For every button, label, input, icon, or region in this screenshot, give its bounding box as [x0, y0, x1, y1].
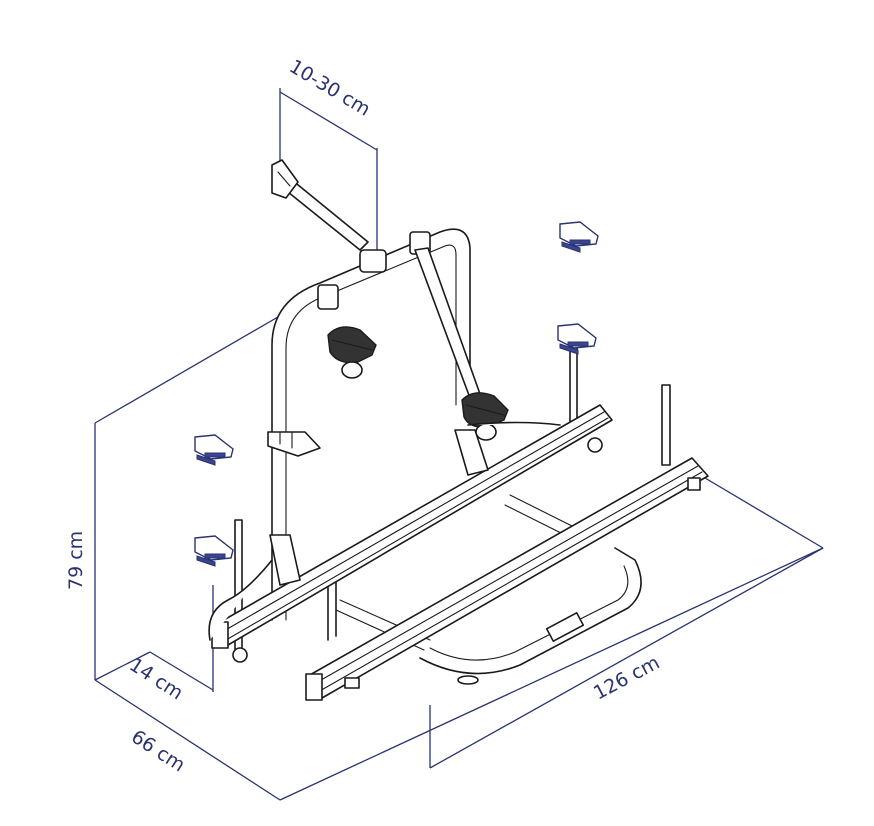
wall-bracket-low-left	[194, 535, 234, 567]
rear-arm	[467, 421, 561, 426]
wall-bracket-parts	[194, 221, 599, 567]
width-baseline	[279, 547, 824, 801]
arm-clamp	[359, 249, 387, 273]
wall-bracket-mid-right	[557, 323, 597, 355]
base-step	[545, 612, 585, 642]
base-foot	[457, 675, 479, 685]
bike-claw-left	[327, 326, 377, 379]
rail-right	[305, 457, 709, 701]
arm-bracket-detail	[277, 171, 291, 187]
upper-frame-tube-outer	[271, 228, 471, 621]
arm-reach-label: 10-30 cm	[285, 55, 374, 120]
frame-clamp-left	[317, 284, 339, 310]
depth-label: 66 cm	[127, 726, 189, 777]
bike-claw-right	[461, 392, 509, 441]
dimension-lines	[94, 88, 824, 801]
rear-post	[569, 344, 578, 426]
support-arm	[282, 179, 369, 251]
right-pivot-joint	[454, 429, 489, 476]
width-dimension-line	[429, 547, 824, 769]
mid-tube-bracket	[267, 431, 321, 457]
base-loop-outer	[419, 547, 642, 675]
height-extension-top	[94, 309, 291, 424]
rail-support-left	[327, 577, 337, 641]
width-extension-right	[699, 474, 824, 549]
base-loop-inner	[429, 565, 629, 661]
height-label: 79 cm	[65, 531, 87, 590]
rail-left	[211, 404, 613, 663]
width-label: 126 cm	[590, 652, 663, 705]
offset-label: 14 cm	[125, 654, 187, 705]
rail-left-rear-clip	[587, 437, 603, 453]
arm-reach-dimension-line	[279, 91, 378, 151]
lower-left-arm	[208, 559, 273, 641]
offset-dimension-line	[94, 651, 151, 681]
front-right-post	[661, 384, 671, 466]
arm-wall-bracket	[271, 159, 299, 199]
rail-left-wheel-clip	[232, 647, 248, 663]
rail-right-end-cap	[305, 673, 323, 701]
rail-right-rear-strap	[687, 477, 701, 491]
wall-bracket-top-right	[559, 221, 599, 253]
offset-extension	[149, 651, 214, 691]
carrier-frame	[208, 159, 709, 701]
rail-right-strap	[344, 677, 360, 689]
depth-dimension-line	[94, 679, 281, 801]
wall-bracket-mid-left	[194, 434, 234, 466]
left-pivot-joint	[269, 534, 301, 586]
